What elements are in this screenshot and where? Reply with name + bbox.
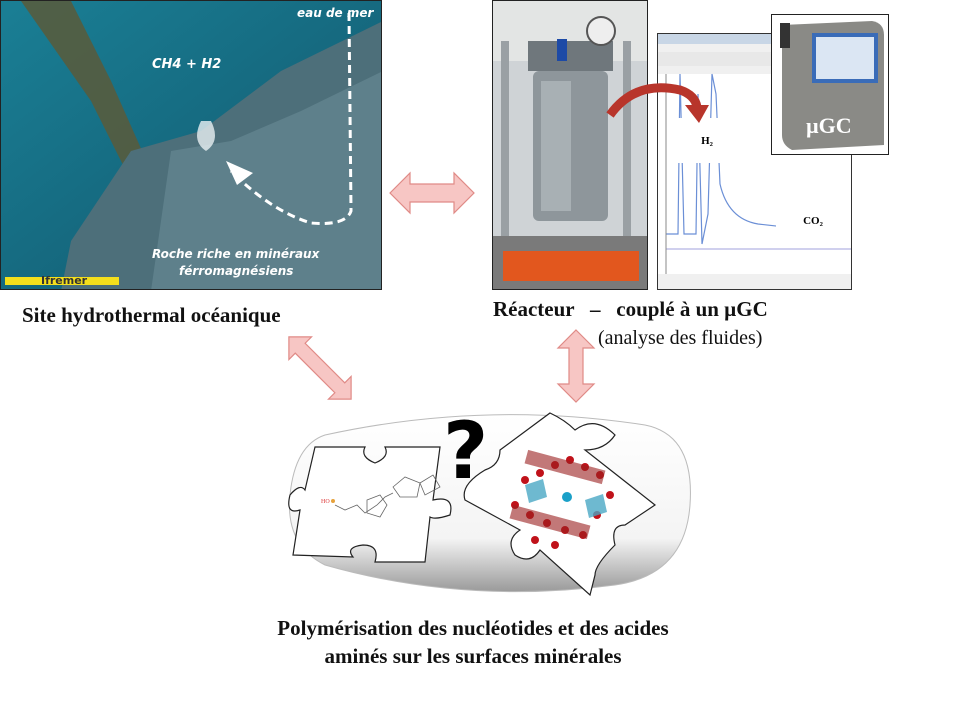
caption-line-2: aminés sur les surfaces minérales bbox=[324, 644, 622, 668]
label-seawater: eau de mer bbox=[297, 6, 374, 20]
caption-reactor: Réacteur – couplé à un µGC bbox=[493, 297, 768, 321]
label-gases: CH4 + H2 bbox=[152, 57, 222, 72]
caption-polymerisation: Polymérisation des nucléotides et des ac… bbox=[0, 614, 946, 670]
caption-line-1: Polymérisation des nucléotides et des ac… bbox=[277, 616, 669, 640]
label-rock-line1: Roche riche en minéraux bbox=[152, 247, 320, 261]
ifremer-logo: Ifremer bbox=[41, 274, 88, 287]
double-arrow-horizontal bbox=[389, 171, 475, 215]
seafloor-image bbox=[1, 1, 381, 289]
mineral-puzzle-piece bbox=[463, 412, 657, 597]
label-h2-peak: H₂ bbox=[676, 118, 738, 163]
caption-reactor-sub: (analyse des fluides) bbox=[598, 327, 763, 349]
ugc-label: µGC bbox=[806, 113, 852, 138]
nucleotide-puzzle-piece bbox=[288, 446, 452, 563]
hydrothermal-site-photo: eau de mer CH4 + H2 Roche riche en minér… bbox=[0, 0, 382, 290]
ugc-device-photo: µGC bbox=[771, 14, 889, 155]
reactor-photo bbox=[492, 0, 648, 290]
puzzle-illustration: HO ? bbox=[285, 405, 695, 600]
label-co2-peak: CO₂ bbox=[776, 200, 850, 242]
double-arrow-diagonal bbox=[288, 336, 352, 400]
label-rock-line2: férromagnésiens bbox=[179, 264, 294, 278]
svg-text:HO: HO bbox=[321, 499, 330, 505]
caption-hydrothermal-site: Site hydrothermal océanique bbox=[22, 303, 281, 327]
curved-arrow bbox=[606, 83, 709, 123]
question-mark: ? bbox=[443, 407, 489, 497]
double-arrow-vertical bbox=[556, 329, 596, 403]
